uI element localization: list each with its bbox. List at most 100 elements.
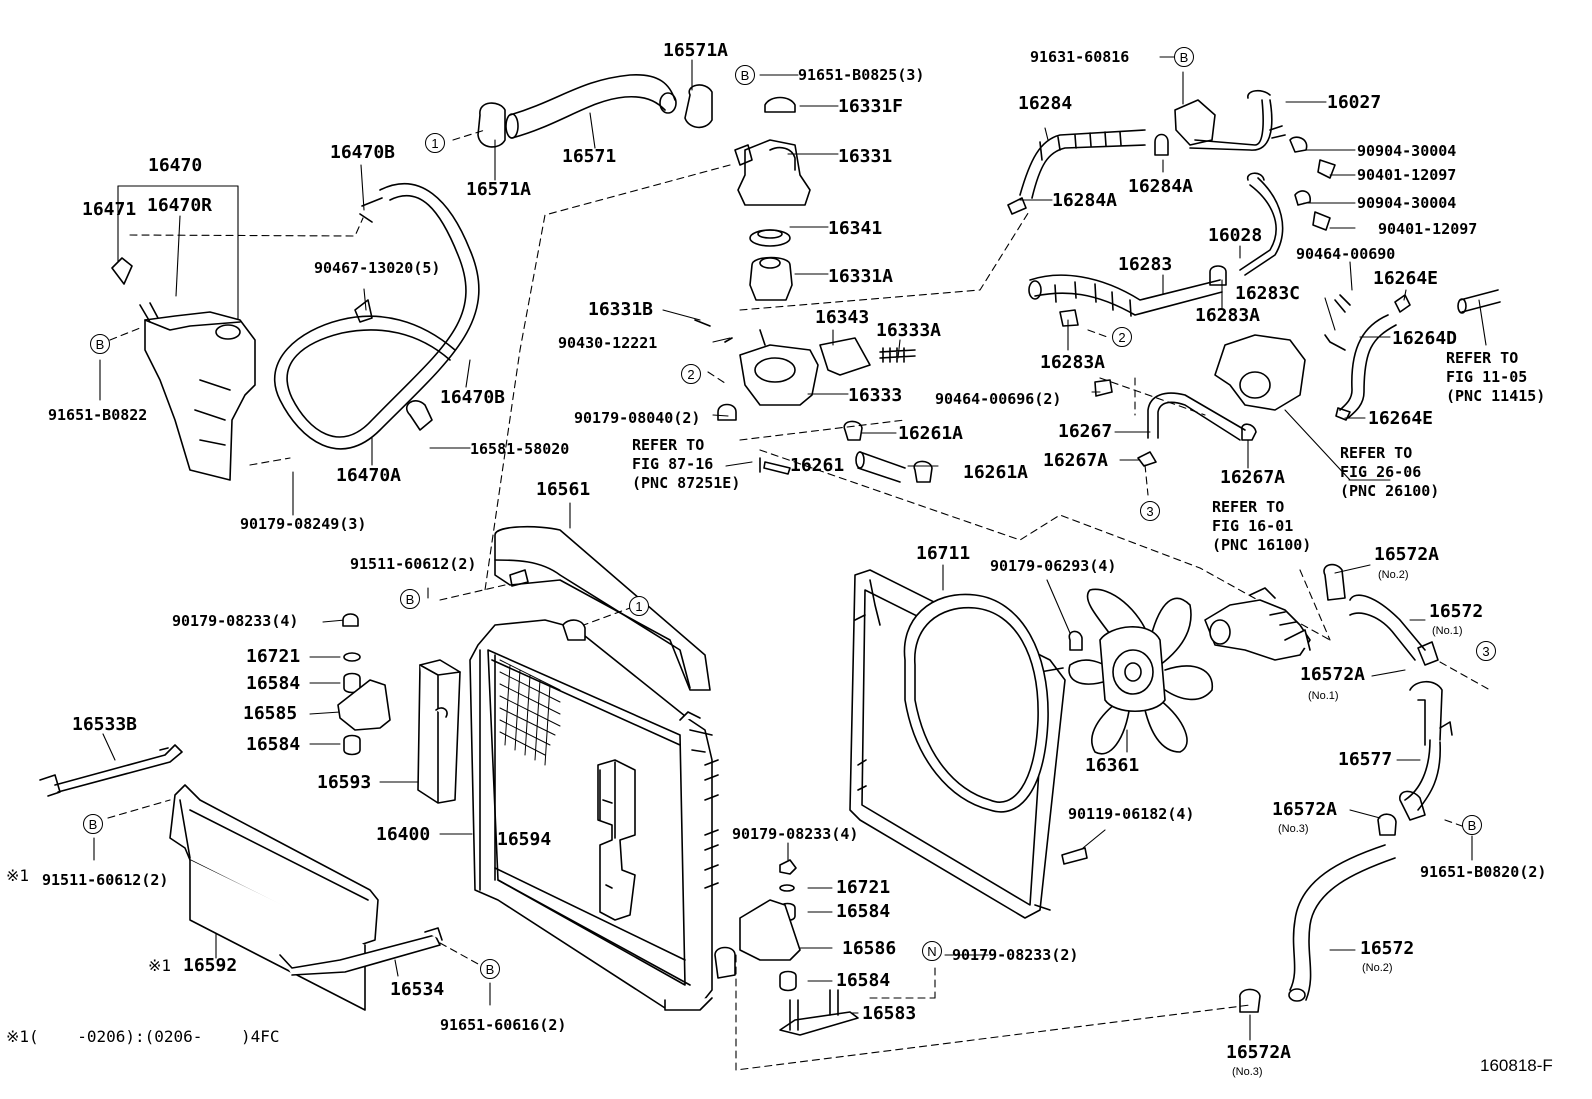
label-16593: 16593 bbox=[317, 772, 372, 793]
label-16284A-2: 16284A bbox=[1052, 190, 1118, 211]
label-16341: 16341 bbox=[828, 218, 883, 239]
label-16533B: 16533B bbox=[72, 714, 138, 735]
label-90179-08040: 90179-08040(2) bbox=[574, 409, 701, 427]
sublabel-no1-b: (No.1) bbox=[1308, 690, 1339, 702]
water-pump bbox=[1204, 587, 1311, 661]
label-91651-B0822: 91651-B0822 bbox=[48, 406, 148, 424]
label-90467-13020: 90467-13020(5) bbox=[314, 259, 441, 277]
marker-2: 2 bbox=[1112, 327, 1132, 347]
label-16331B: 16331B bbox=[588, 299, 654, 320]
label-16721-a: 16721 bbox=[246, 646, 301, 667]
label-91651-B0825: 91651-B0825(3) bbox=[798, 66, 925, 84]
label-16584-d: 16584 bbox=[836, 970, 891, 991]
label-90464-00696: 90464-00696(2) bbox=[935, 390, 1062, 408]
label-16267: 16267 bbox=[1058, 421, 1113, 442]
marker-B: B bbox=[735, 65, 755, 85]
asterisk-note-b: ※1 bbox=[148, 956, 172, 975]
label-91651-B0820: 91651-B0820(2) bbox=[1420, 863, 1547, 881]
label-90430-12221: 90430-12221 bbox=[558, 334, 658, 352]
marker-1: 1 bbox=[629, 596, 649, 616]
label-90179-08233-b: 90179-08233(4) bbox=[732, 825, 859, 843]
label-16470B-mid: 16470B bbox=[440, 387, 506, 408]
reference-16-01: REFER TO FIG 16-01 (PNC 16100) bbox=[1212, 498, 1312, 554]
label-16572A-bot: 16572A bbox=[1226, 1042, 1292, 1063]
label-16400: 16400 bbox=[376, 824, 431, 845]
heater-hoses bbox=[1007, 89, 1336, 327]
label-91511-60612-a: 91511-60612(2) bbox=[350, 555, 477, 573]
leader-lines bbox=[93, 56, 1487, 1041]
bottom-bracket bbox=[739, 847, 1088, 1036]
label-91651-60616: 91651-60616(2) bbox=[440, 1016, 567, 1034]
label-16343: 16343 bbox=[815, 307, 870, 328]
sublabel-no2-b: (No.2) bbox=[1362, 962, 1393, 974]
label-16261A-2: 16261A bbox=[963, 462, 1029, 483]
label-16331F: 16331F bbox=[838, 96, 904, 117]
label-16584-a: 16584 bbox=[246, 673, 301, 694]
label-16283C: 16283C bbox=[1235, 283, 1301, 304]
lower-shroud bbox=[169, 784, 443, 1011]
sublabel-no2-a: (No.2) bbox=[1378, 569, 1409, 581]
marker-N: N bbox=[922, 941, 942, 961]
label-16470A: 16470A bbox=[336, 465, 402, 486]
label-16264D: 16264D bbox=[1392, 328, 1458, 349]
label-16711: 16711 bbox=[916, 543, 971, 564]
label-16583: 16583 bbox=[862, 1003, 917, 1024]
label-16594: 16594 bbox=[497, 829, 552, 850]
marker-B: B bbox=[400, 589, 420, 609]
label-16264E-1: 16264E bbox=[1373, 268, 1439, 289]
label-90401-12097-1: 90401-12097 bbox=[1357, 166, 1457, 184]
label-16333: 16333 bbox=[848, 385, 903, 406]
label-16284: 16284 bbox=[1018, 93, 1073, 114]
label-16571A-top: 16571A bbox=[663, 40, 729, 61]
marker-1: 1 bbox=[425, 133, 445, 153]
marker-3: 3 bbox=[1140, 501, 1160, 521]
label-16471: 16471 bbox=[82, 199, 137, 220]
label-16592: 16592 bbox=[183, 955, 238, 976]
reference-11-05: REFER TO FIG 11-05 (PNC 11415) bbox=[1446, 349, 1546, 405]
marker-B: B bbox=[1462, 815, 1482, 835]
sublabel-no1-a: (No.1) bbox=[1432, 625, 1463, 637]
left-mount bbox=[337, 613, 391, 756]
marker-B: B bbox=[1174, 47, 1194, 67]
thermostat-group bbox=[694, 96, 916, 421]
label-16572-no1: 16572 bbox=[1429, 601, 1484, 622]
label-16283: 16283 bbox=[1118, 254, 1173, 275]
cooling-fan bbox=[1068, 588, 1213, 755]
overflow-hose bbox=[273, 183, 480, 450]
label-16586: 16586 bbox=[842, 938, 897, 959]
label-16577: 16577 bbox=[1338, 749, 1393, 770]
label-16585: 16585 bbox=[243, 703, 298, 724]
label-16283A-2: 16283A bbox=[1040, 352, 1106, 373]
label-16333A: 16333A bbox=[876, 320, 942, 341]
marker-B: B bbox=[83, 814, 103, 834]
label-16261: 16261 bbox=[790, 455, 845, 476]
figure-code: 160818-F bbox=[1480, 1056, 1553, 1075]
label-91631-60816: 91631-60816 bbox=[1030, 48, 1130, 66]
label-90179-06293: 90179-06293(4) bbox=[990, 557, 1117, 575]
label-16283A-1: 16283A bbox=[1195, 305, 1261, 326]
label-16581-58020: 16581-58020 bbox=[470, 440, 570, 458]
label-16267A-2: 16267A bbox=[1220, 467, 1286, 488]
label-16361: 16361 bbox=[1085, 755, 1140, 776]
reference-26-06: REFER TO FIG 26-06 (PNC 26100) bbox=[1340, 444, 1440, 500]
label-16470B-top: 16470B bbox=[330, 142, 396, 163]
label-90179-08233-c: 90179-08233(2) bbox=[952, 946, 1079, 964]
label-90904-30004-1: 90904-30004 bbox=[1357, 142, 1457, 160]
label-16534: 16534 bbox=[390, 979, 445, 1000]
label-16721-b: 16721 bbox=[836, 877, 891, 898]
label-16572A-no3: 16572A bbox=[1272, 799, 1338, 820]
label-16561: 16561 bbox=[536, 479, 591, 500]
label-16584-c: 16584 bbox=[836, 901, 891, 922]
fan-shroud bbox=[849, 569, 1066, 919]
label-16572A-top: 16572A bbox=[1374, 544, 1440, 565]
label-16470: 16470 bbox=[148, 155, 203, 176]
marker-3: 3 bbox=[1476, 641, 1496, 661]
marker-B: B bbox=[480, 959, 500, 979]
label-91511-60612-b: 91511-60612(2) bbox=[42, 871, 169, 889]
label-16470R: 16470R bbox=[147, 195, 213, 216]
reference-87-16: REFER TO FIG 87-16 (PNC 87251E) bbox=[632, 436, 741, 492]
label-90904-30004-2: 90904-30004 bbox=[1357, 194, 1457, 212]
label-90401-12097-2: 90401-12097 bbox=[1378, 220, 1478, 238]
